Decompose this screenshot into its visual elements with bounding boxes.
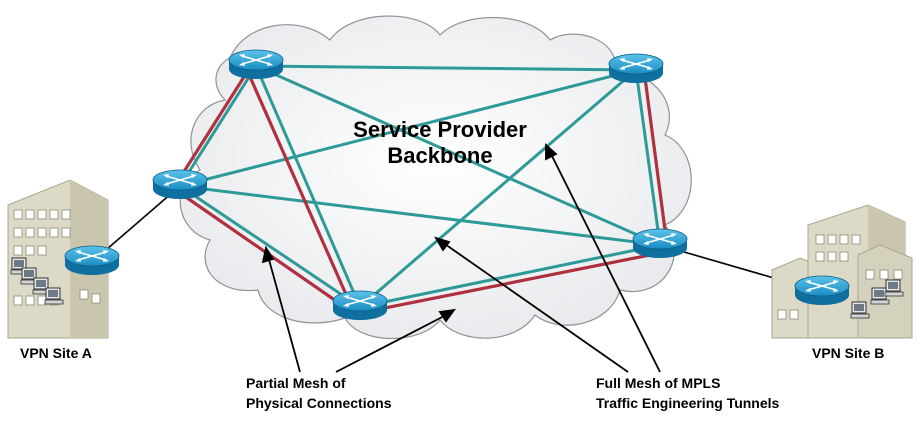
router-icon <box>228 49 284 80</box>
pc-icon <box>850 301 870 319</box>
physical-r2-r5 <box>642 69 669 246</box>
tunnel-r4-r5 <box>359 243 661 309</box>
cloud-title-line2: Backbone <box>387 143 492 168</box>
physical-r4-r5 <box>359 251 661 315</box>
tunnel-r2-r5 <box>634 69 662 246</box>
arrow-full-to-tunnel-center <box>441 241 629 373</box>
router-icon <box>64 245 120 276</box>
arrow-partial-to-physical-left <box>267 255 301 373</box>
cloud-title-line1: Service Provider <box>353 117 527 142</box>
site-b-label: VPN Site B <box>812 345 884 361</box>
full-mesh-label-line1: Full Mesh of MPLS <box>596 375 720 391</box>
site-a-label: VPN Site A <box>20 345 92 361</box>
tunnel-r1-r5 <box>255 64 661 247</box>
pc-icon <box>44 287 64 305</box>
full-mesh-label-line2: Traffic Engineering Tunnels <box>596 395 780 411</box>
tunnel-r3-r5 <box>179 184 661 247</box>
tunnel-r1-r2 <box>255 64 637 72</box>
site-b-building <box>771 204 913 339</box>
tunnel-r2-r3 <box>179 68 637 188</box>
arrow-partial-to-physical-bottom <box>335 313 449 373</box>
router-icon <box>608 53 664 84</box>
pc-icon <box>884 279 904 297</box>
te-tunnel-links <box>178 64 662 309</box>
tunnel-r1-r4 <box>254 65 362 308</box>
site-a-building <box>7 179 109 339</box>
router-icon <box>632 228 688 259</box>
partial-mesh-label-line1: Partial Mesh of <box>246 375 346 391</box>
router-icon <box>794 275 850 306</box>
physical-r1-r3 <box>171 68 251 190</box>
router-icon <box>332 290 388 321</box>
arrow-full-to-tunnel-upper <box>549 151 661 373</box>
router-icon <box>152 169 208 200</box>
annotation-arrows <box>261 142 661 373</box>
tunnel-r3-r4 <box>179 184 361 309</box>
physical-links <box>171 68 669 315</box>
tunnel-r2-r4 <box>359 68 637 309</box>
partial-mesh-label-line2: Physical Connections <box>246 395 392 411</box>
physical-r1-r4 <box>245 69 354 309</box>
backbone-cloud <box>179 15 692 340</box>
tunnel-r1-r3 <box>178 65 258 187</box>
